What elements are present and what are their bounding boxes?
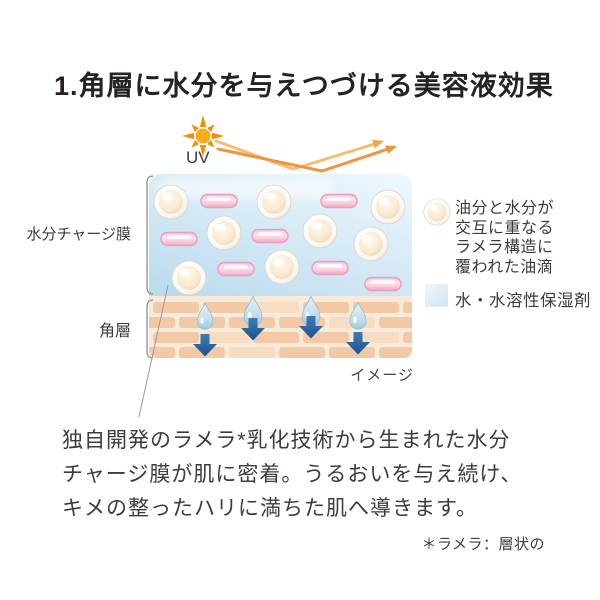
description-paragraph: 独自開発のラメラ*乳化技術から生まれた水分 チャージ膜が肌に密着。うるおいを与え… [62,429,523,520]
uv-reflection-arrows [214,139,397,173]
oil-droplet-icon [353,226,389,262]
brick-wall [149,296,412,358]
capsule-icon [364,276,402,292]
stratum-label: 角層 [98,323,131,340]
leader-line [138,284,169,418]
page-title: 1.角層に水分を与えつづける美容液効果 [54,71,554,101]
capsule-icon [200,193,238,209]
image-disclaimer: イメージ [350,367,414,384]
oil-droplet-icon [264,249,300,285]
film-label: 水分チャージ膜 [26,226,131,243]
stratum-bracket [146,299,154,359]
capsule-icon [311,260,349,276]
capsule-icon [217,261,255,277]
uv-label: UV [186,148,210,167]
oil-droplet-icon [302,213,338,249]
water-square-icon [425,284,448,307]
oil-droplet-icon [171,260,207,296]
capsule-icon [251,228,289,244]
footnote: ＊ラメラ：層状の [421,536,545,553]
oil-droplet-icon [423,198,451,226]
legend-oil-droplet-label: 油分と水分が 交互に重なる ラメラ構造に 覆われた油滴 [455,200,555,276]
oil-droplet-icon [370,189,406,225]
legend-water-label: 水・水溶性保湿剤 [455,292,591,310]
oil-droplet-icon [153,184,189,220]
oil-droplet-icon [206,215,242,251]
capsule-icon [160,231,198,247]
oil-droplet-icon [256,184,292,220]
capsule-icon [320,193,358,209]
film-bracket [146,175,154,295]
sun-icon [182,115,224,157]
